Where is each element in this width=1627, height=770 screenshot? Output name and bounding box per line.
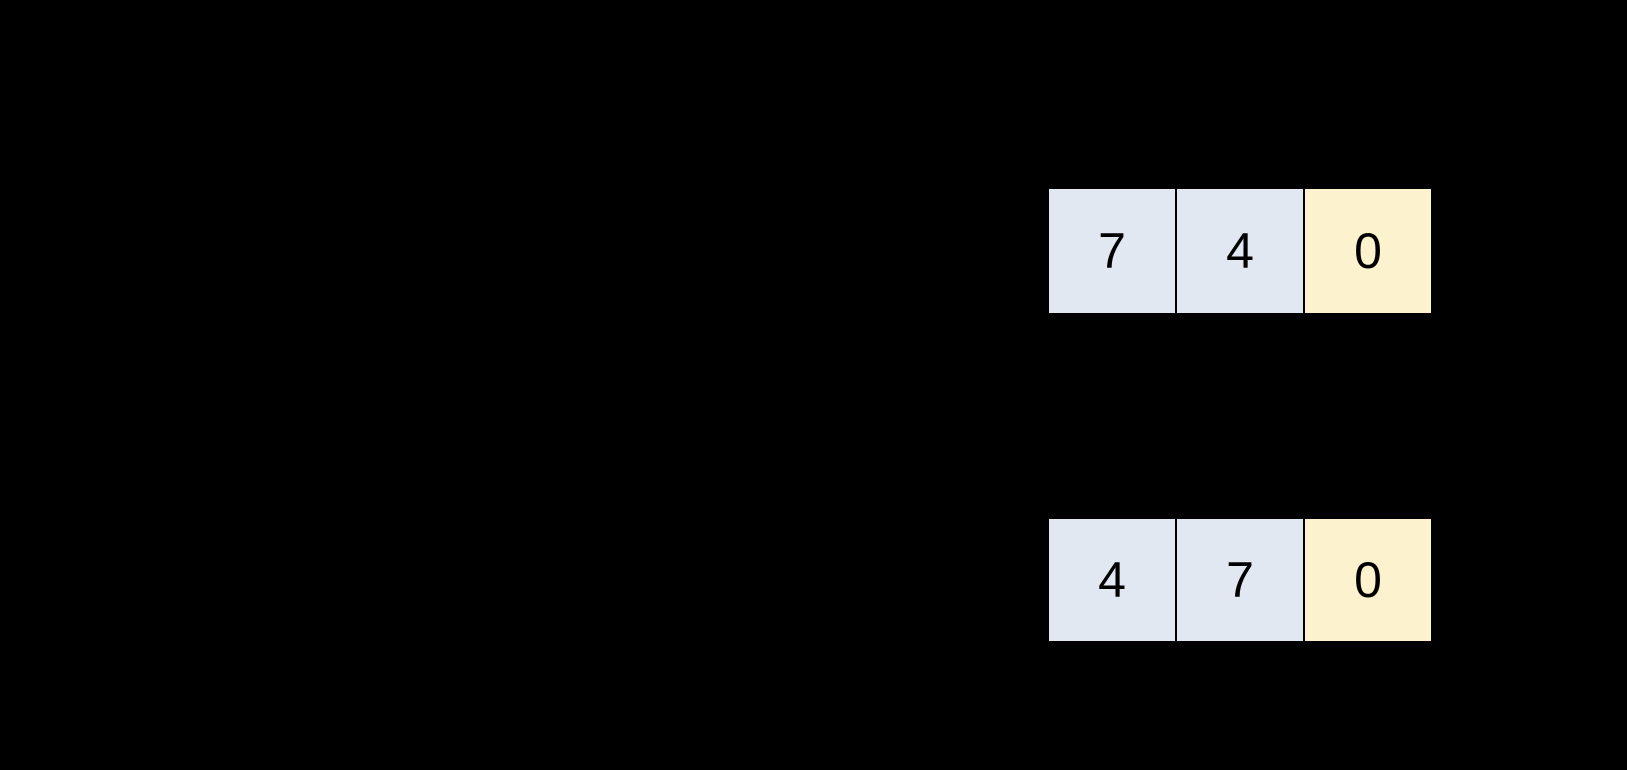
array-cell: 4 <box>1175 187 1305 315</box>
array-cell: 7 <box>1047 187 1177 315</box>
cell-value: 4 <box>1226 223 1254 279</box>
array-cell: 0 <box>1303 187 1433 315</box>
array-row-bottom: 4 7 0 <box>1047 517 1433 643</box>
cell-value: 4 <box>1098 552 1126 608</box>
cell-value: 7 <box>1226 552 1254 608</box>
cell-value: 0 <box>1354 223 1382 279</box>
cell-value: 0 <box>1354 552 1382 608</box>
cell-value: 7 <box>1098 223 1126 279</box>
array-row-top: 7 4 0 <box>1047 187 1433 315</box>
array-cell: 0 <box>1303 517 1433 643</box>
array-cell: 4 <box>1047 517 1177 643</box>
array-cell: 7 <box>1175 517 1305 643</box>
